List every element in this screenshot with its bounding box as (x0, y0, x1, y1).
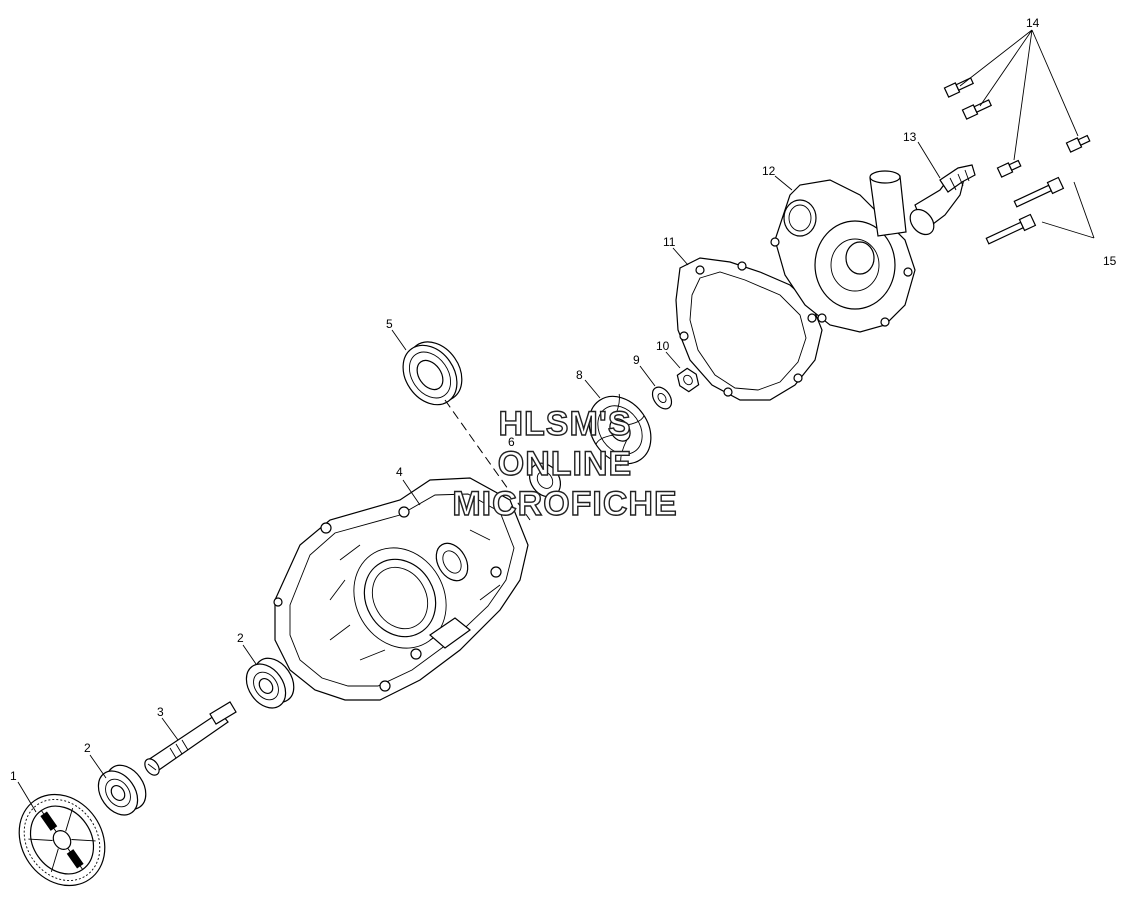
part-1-gear (18, 793, 106, 887)
part-3-shaft (144, 701, 237, 776)
callout-5: 5 (386, 317, 393, 331)
callout-15: 15 (1103, 254, 1117, 268)
callout-2-lower: 2 (84, 741, 91, 755)
part-12-cover (770, 170, 916, 333)
callout-12: 12 (762, 164, 776, 178)
callout-13: 13 (903, 130, 917, 144)
callout-14: 14 (1026, 16, 1040, 30)
watermark-line-3: MICROFICHE (452, 484, 678, 523)
callout-3: 3 (157, 705, 164, 719)
callout-8: 8 (576, 368, 583, 382)
part-15-bolts (985, 176, 1065, 245)
part-2-bearing-upper (245, 657, 295, 709)
callout-10: 10 (656, 339, 670, 353)
callout-11: 11 (663, 235, 676, 249)
part-2-bearing-lower (97, 764, 147, 816)
part-11-gasket (675, 257, 823, 401)
part-13-elbow (909, 164, 976, 236)
part-9-washer (651, 386, 673, 410)
part-5-seal (402, 341, 463, 406)
leader-lines (17, 29, 1095, 813)
callout-1: 1 (10, 769, 17, 783)
callout-2-upper: 2 (237, 631, 244, 645)
watermark: HLSM'S ONLINE MICROFICHE (430, 404, 700, 524)
callout-9: 9 (633, 353, 640, 367)
assembly-center-line (444, 399, 531, 521)
part-10-nut (676, 367, 700, 393)
watermark-line-1: HLSM'S (498, 404, 632, 443)
part-6-seal (528, 462, 562, 498)
callout-6: 6 (508, 435, 515, 449)
callout-numbers: 1 2 3 2 4 5 6 8 9 10 11 12 13 14 15 (10, 16, 1117, 783)
watermark-line-2: ONLINE (497, 444, 633, 483)
callout-4: 4 (396, 465, 403, 479)
part-8-impeller (588, 393, 652, 467)
part-14-bolts (943, 77, 1091, 178)
part-4-housing (273, 477, 529, 701)
